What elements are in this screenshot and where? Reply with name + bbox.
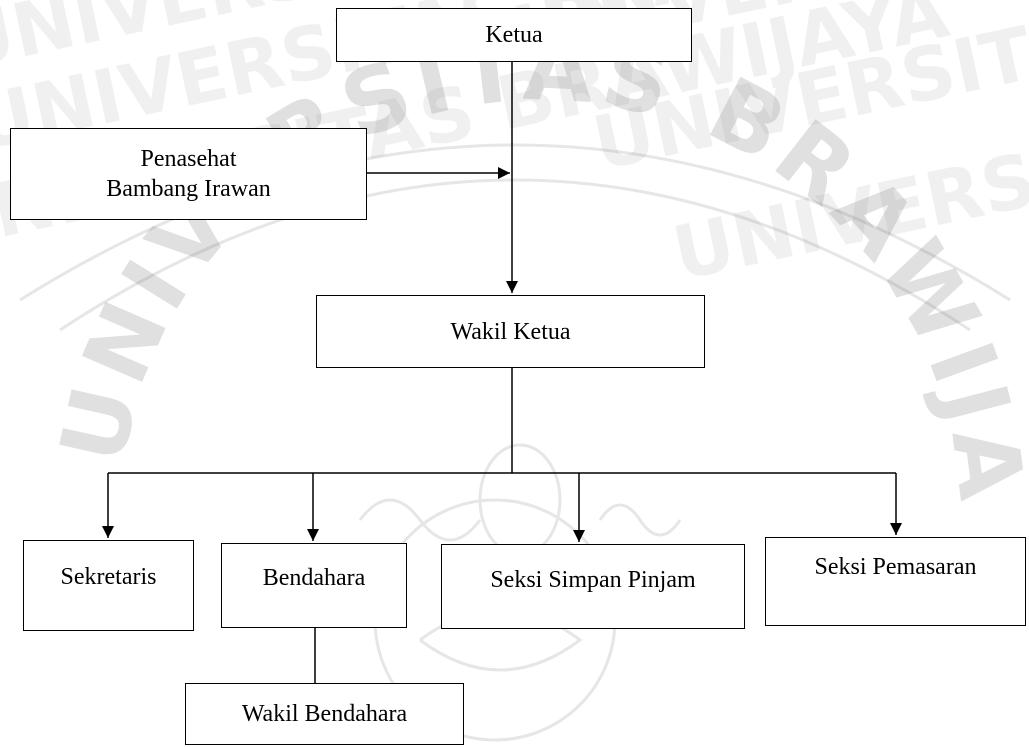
seksi-simpan-pinjam-box: Seksi Simpan Pinjam [441,544,745,629]
penasehat-box: Penasehat Bambang Irawan [10,128,367,220]
penasehat-title: Penasehat [140,146,237,172]
seksi-pemasaran-label: Seksi Pemasaran [814,554,977,580]
seksi-simpan-pinjam-label: Seksi Simpan Pinjam [490,567,696,593]
wakil-bendahara-box: Wakil Bendahara [185,683,464,745]
wakil-bendahara-label: Wakil Bendahara [241,701,408,727]
seksi-pemasaran-box: Seksi Pemasaran [765,537,1026,626]
ketua-box: Ketua [336,8,692,62]
bendahara-label: Bendahara [262,565,366,591]
wakil-ketua-box: Wakil Ketua [316,295,705,368]
sekretaris-label: Sekretaris [60,564,157,590]
wakil-ketua-label: Wakil Ketua [450,318,571,345]
ketua-label: Ketua [485,22,543,48]
sekretaris-box: Sekretaris [23,540,194,631]
bendahara-box: Bendahara [221,543,407,628]
penasehat-name: Bambang Irawan [106,176,271,202]
